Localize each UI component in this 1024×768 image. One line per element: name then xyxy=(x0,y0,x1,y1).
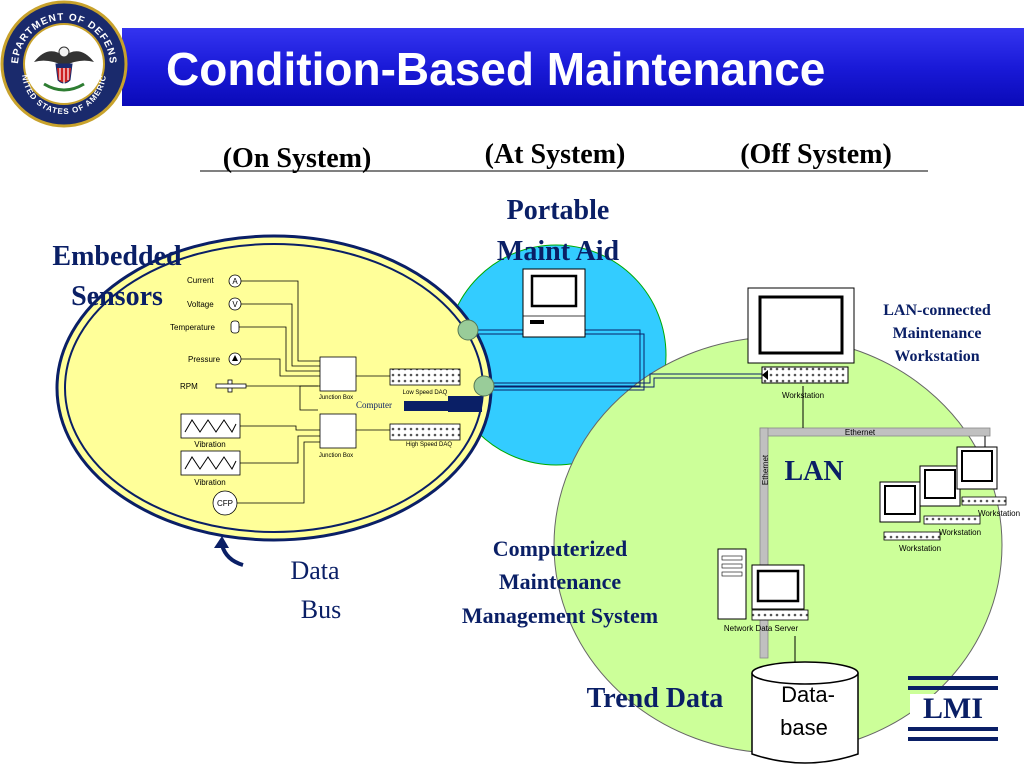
embedded-label-line1: Embedded xyxy=(52,241,182,272)
computer-label: Computer xyxy=(356,400,392,410)
lan-ws-label-line2: Maintenance xyxy=(893,325,982,342)
voltmeter-symbol: V xyxy=(232,300,238,309)
workstation-b-label: Workstation xyxy=(939,528,981,537)
dod-seal-logo: DEPARTMENT OF DEFENSE UNITED STATES OF A… xyxy=(0,0,128,128)
network-server-label: Network Data Server xyxy=(724,624,799,633)
lmi-logo-text: LMI xyxy=(923,692,983,725)
workstation-a-label: Workstation xyxy=(978,509,1020,518)
connector-node-1 xyxy=(457,319,479,341)
low-speed-daq xyxy=(389,368,461,386)
sensor-rpm-label: RPM xyxy=(180,382,198,391)
portable-label-line1: Portable xyxy=(507,195,610,226)
junction-box-2-label: Junction Box xyxy=(319,453,353,459)
column-header-on-system: (On System) xyxy=(223,143,372,174)
workstation-cluster-c-icon xyxy=(879,481,941,541)
column-header-off-system: (Off System) xyxy=(740,139,892,170)
workstation-cluster-b-icon xyxy=(919,465,981,525)
workstation-cluster-a-icon xyxy=(956,446,1007,506)
eagle-icon xyxy=(34,46,94,92)
lan-label: LAN xyxy=(784,456,843,487)
link-lines xyxy=(468,329,762,391)
sensor-voltage-label: Voltage xyxy=(187,300,214,309)
computer-connector xyxy=(448,396,482,412)
low-speed-daq-label: Low Speed DAQ xyxy=(403,390,448,396)
portable-label-line2: Maint Aid xyxy=(497,236,620,267)
cmms-label-line2: Maintenance xyxy=(499,569,621,594)
ethernet-vertical-label: Ethernet xyxy=(761,454,770,485)
thermometer-icon xyxy=(230,320,240,334)
database-cylinder-icon xyxy=(751,661,859,764)
sensor-current-label: Current xyxy=(187,276,214,285)
sensor-temperature-label: Temperature xyxy=(170,323,215,332)
vibration-sensor-1-icon xyxy=(180,413,241,439)
junction-box-2 xyxy=(319,413,357,449)
cmms-label-line1: Computerized xyxy=(493,536,627,561)
ethernet-horizontal-label: Ethernet xyxy=(845,428,876,437)
ethernet-vertical xyxy=(759,427,769,659)
sensor-wiring xyxy=(237,280,390,504)
computer-unit xyxy=(404,401,472,411)
junction-box-1 xyxy=(319,356,357,392)
sensor-pressure-label: Pressure xyxy=(188,355,221,364)
column-header-at-system: (At System) xyxy=(485,139,626,170)
sensor-vibration-1-label: Vibration xyxy=(194,440,225,449)
data-bus-arrowhead-icon xyxy=(214,536,229,548)
lan-workstation-icon xyxy=(747,287,855,384)
cmms-label-line3: Management System xyxy=(462,603,658,628)
rpm-shaft-icon xyxy=(215,383,247,389)
title-bar xyxy=(122,28,1024,106)
slide-title: Condition-Based Maintenance xyxy=(166,43,826,95)
lmi-logo xyxy=(908,676,998,741)
connector-node-2 xyxy=(473,375,495,397)
workstation-c-label: Workstation xyxy=(899,544,941,553)
network-server-icon xyxy=(717,548,809,621)
high-speed-daq-label: High Speed DAQ xyxy=(406,442,452,448)
trend-data-label: Trend Data xyxy=(587,683,724,714)
high-speed-daq xyxy=(389,423,461,441)
pressure-needle-icon xyxy=(232,355,238,361)
data-bus-label-line1: Data xyxy=(290,556,340,585)
data-bus-label-line2: Bus xyxy=(301,595,341,624)
embedded-label-line2: Sensors xyxy=(71,281,163,312)
lan-ws-label-line3: Workstation xyxy=(894,348,979,365)
junction-box-1-label: Junction Box xyxy=(319,395,353,401)
vibration-sensor-2-icon xyxy=(180,450,241,476)
portable-computer-icon xyxy=(522,268,586,338)
ammeter-symbol: A xyxy=(232,277,238,286)
sensor-cfp-label: CFP xyxy=(217,499,233,508)
sensor-vibration-2-label: Vibration xyxy=(194,478,225,487)
database-label-line2: base xyxy=(780,715,828,740)
lan-ws-label-line1: LAN-connected xyxy=(883,302,991,319)
database-label-line1: Data- xyxy=(781,682,835,707)
